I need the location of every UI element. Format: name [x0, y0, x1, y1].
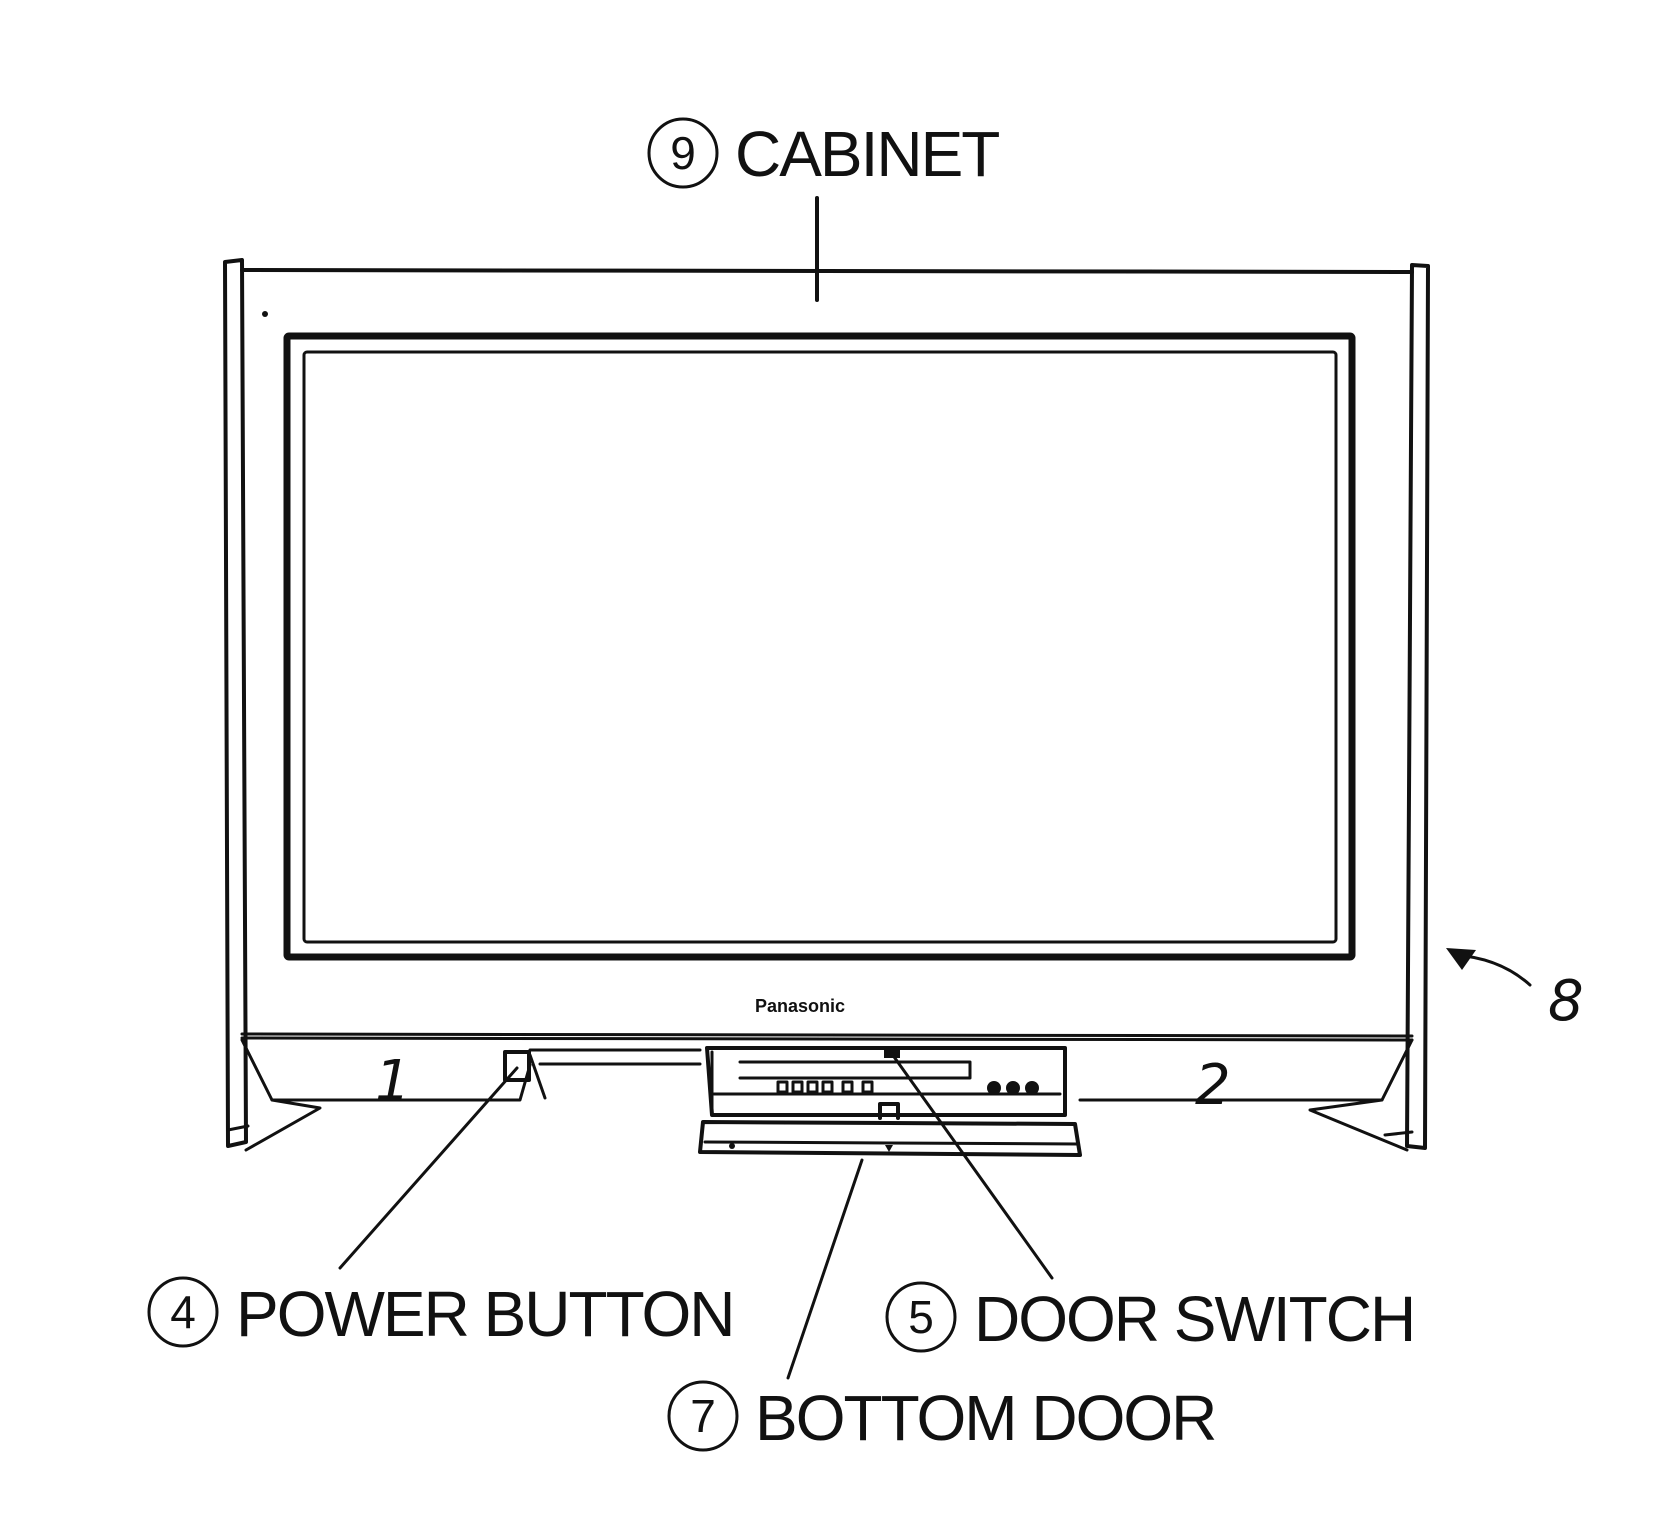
callout-number-bottom-door: 7 [690, 1390, 716, 1442]
power-button-shape [503, 1050, 547, 1100]
cabinet-right-post [1383, 263, 1430, 1150]
callout-label-door-switch: DOOR SWITCH [974, 1283, 1414, 1355]
callout-circle-bottom-door [667, 1380, 739, 1452]
callout-number-door-switch: 5 [908, 1291, 934, 1343]
callout-label-cabinet: CABINET [735, 118, 999, 190]
callout-number-cabinet: 9 [670, 127, 696, 179]
callout-power-button: 4 POWER BUTTON [147, 1276, 736, 1350]
lower-front-panel [240, 1038, 1414, 1152]
brand-logo: Panasonic [755, 996, 845, 1016]
callout-bottom-door: 7 BOTTOM DOOR [667, 1380, 1217, 1454]
handwritten-compartment-1: 1 [375, 1049, 411, 1114]
callout-circle-cabinet [647, 117, 719, 189]
reference-arrow [1446, 948, 1532, 987]
callout-label-power-button: POWER BUTTON [236, 1278, 734, 1350]
callout-cabinet: 9 CABINET [647, 117, 1001, 190]
reference-number-8: 8 [1548, 969, 1584, 1034]
callout-circle-power-button [147, 1276, 219, 1348]
leader-line-door-switch [890, 1052, 1054, 1280]
screen-bezel [283, 332, 1356, 961]
panel-buttons-row [776, 1080, 874, 1094]
handwritten-compartment-2: 2 [1195, 1053, 1231, 1118]
cabinet-body [240, 268, 1414, 1042]
control-panel [705, 1046, 1067, 1120]
cabinet-left-post [223, 258, 250, 1148]
callout-label-bottom-door: BOTTOM DOOR [755, 1382, 1215, 1454]
leader-line-power-button [338, 1066, 519, 1270]
bezel-mark [262, 311, 268, 317]
panel-jacks [987, 1081, 1039, 1095]
bottom-door-shape [698, 1120, 1082, 1157]
leader-line-bottom-door [786, 1158, 864, 1380]
callout-circle-door-switch [885, 1281, 957, 1353]
callout-door-switch: 5 DOOR SWITCH [885, 1281, 1416, 1355]
door-switch-shape [884, 1046, 900, 1058]
callout-number-power-button: 4 [170, 1286, 196, 1338]
